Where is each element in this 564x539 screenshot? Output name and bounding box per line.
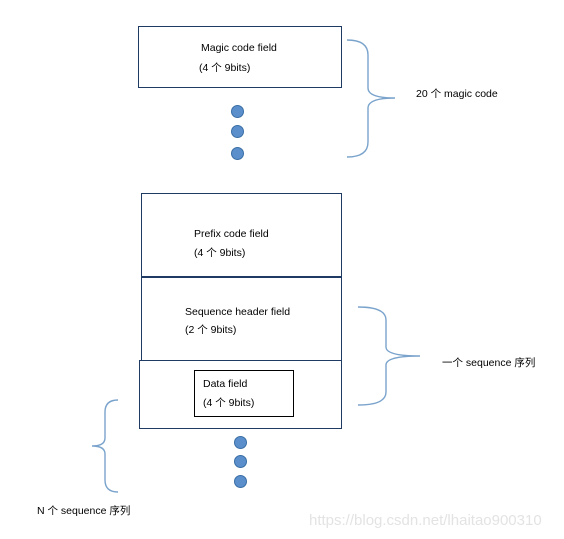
data-field-detail: (4 个 9bits) <box>203 397 255 409</box>
data-field-box <box>194 370 294 417</box>
sequence-header-field-title: Sequence header field <box>185 306 291 318</box>
one-sequence-brace <box>357 306 421 406</box>
magic-code-field-detail: (4 个 9bits) <box>199 62 251 74</box>
magic-code-brace <box>346 39 396 158</box>
prefix-code-field-box <box>141 193 342 277</box>
ellipsis-dot <box>231 125 244 138</box>
sequence-header-field-box <box>141 277 342 361</box>
magic-code-field-title: Magic code field <box>201 42 277 54</box>
prefix-code-field-title: Prefix code field <box>194 228 269 240</box>
n-sequences-brace <box>91 399 119 493</box>
watermark: https://blog.csdn.net/lhaitao900310 <box>309 512 542 529</box>
ellipsis-dot <box>231 147 244 160</box>
magic-code-field-box <box>138 26 342 88</box>
one-sequence-label: 一个 sequence 序列 <box>442 357 536 369</box>
sequence-header-field-detail: (2 个 9bits) <box>185 324 237 336</box>
ellipsis-dot <box>234 475 247 488</box>
ellipsis-dot <box>234 455 247 468</box>
prefix-code-field-detail: (4 个 9bits) <box>194 247 246 259</box>
magic-code-count-label: 20 个 magic code <box>416 88 498 100</box>
data-field-title: Data field <box>203 378 248 390</box>
n-sequences-label: N 个 sequence 序列 <box>37 505 131 517</box>
ellipsis-dot <box>234 436 247 449</box>
ellipsis-dot <box>231 105 244 118</box>
